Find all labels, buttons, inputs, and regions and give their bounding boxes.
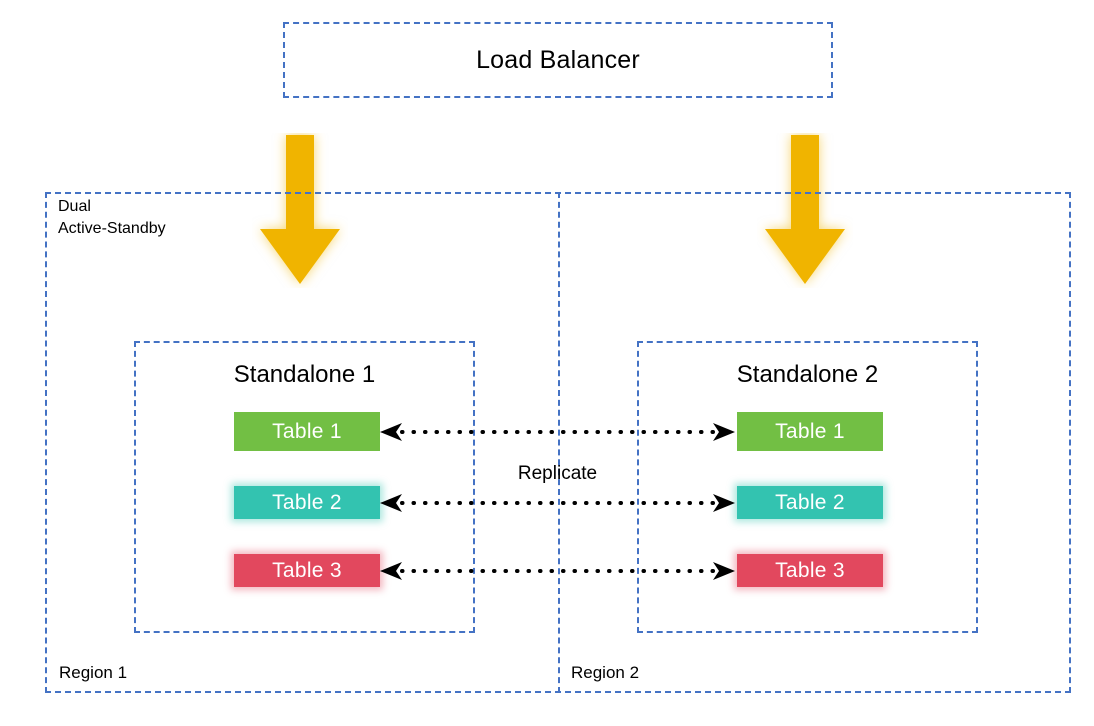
table-chip-s2-table-2[interactable]: Table 2 (737, 486, 883, 519)
load-balancer-box: Load Balancer (283, 22, 833, 98)
table-chip-s2-table-1[interactable]: Table 1 (737, 412, 883, 451)
standalone-2-box: Standalone 2 (637, 341, 978, 633)
region-2-label: Region 2 (571, 663, 640, 682)
table-chip-s2-table-3[interactable]: Table 3 (737, 554, 883, 587)
replicate-arrow-icon-table-2 (380, 493, 735, 513)
down-arrow-icon-standalone-1 (252, 133, 348, 288)
replicate-arrow-icon-table-1 (380, 422, 735, 442)
table-chip-s1-table-3[interactable]: Table 3 (234, 554, 380, 587)
dual-active-standby-label: Dual Active-Standby (58, 198, 166, 237)
table-chip-s1-table-2[interactable]: Table 2 (234, 486, 380, 519)
replicate-arrow-icon-table-3 (380, 561, 735, 581)
standalone-2-title: Standalone 2 (736, 361, 879, 388)
standalone-1-title: Standalone 1 (233, 361, 376, 388)
down-arrow-icon-standalone-2 (757, 133, 853, 288)
region-1-label: Region 1 (59, 663, 128, 682)
replicate-label: Replicate (517, 463, 598, 484)
load-balancer-label: Load Balancer (476, 45, 640, 74)
region-divider (558, 192, 560, 693)
standalone-1-box: Standalone 1 (134, 341, 475, 633)
table-chip-s1-table-1[interactable]: Table 1 (234, 412, 380, 451)
